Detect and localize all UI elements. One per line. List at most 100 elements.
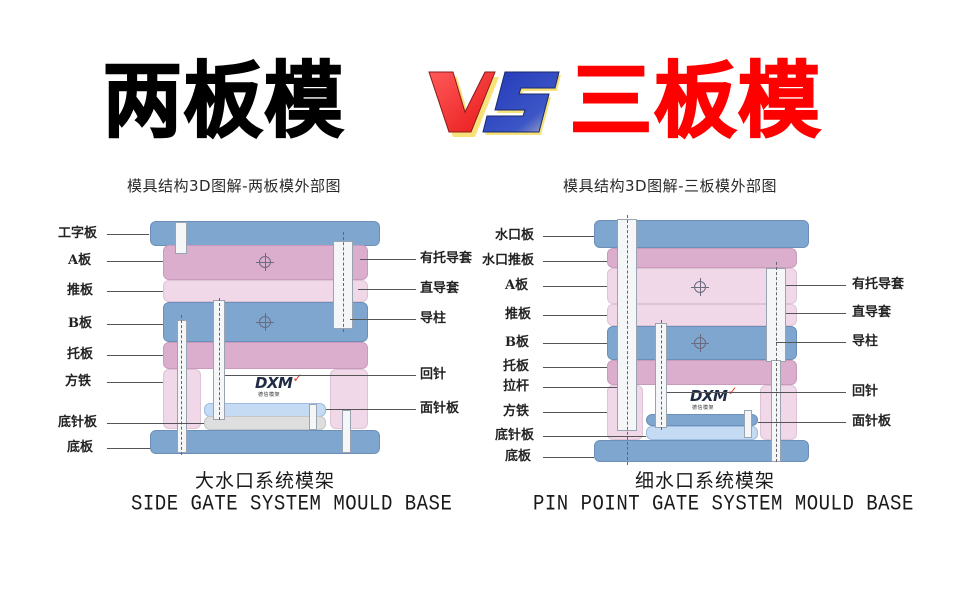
crosshair-icon <box>691 334 709 352</box>
label-b-plate: B板 <box>68 316 92 331</box>
label-straight-guide-bush: 直导套 <box>852 305 892 320</box>
two-plate-title: 模具结构3D图解-两板模外部图 <box>127 177 342 195</box>
label-a-plate: A板 <box>68 253 92 268</box>
leader-line <box>543 436 646 437</box>
leader-line <box>786 285 846 286</box>
three-plate-caption-cn: 细水口系统模架 <box>635 470 776 492</box>
label-bottom-plate: 底板 <box>505 449 532 464</box>
ejector-plate <box>646 426 758 440</box>
centerline <box>219 298 220 420</box>
leader-line <box>107 355 163 356</box>
check-icon: ✓ <box>727 384 738 398</box>
leader-line <box>543 412 607 413</box>
leader-line <box>543 286 607 287</box>
logo-text: DXM <box>255 374 293 392</box>
leader-line <box>543 343 607 344</box>
headline-three-plate: 三板模 <box>569 53 823 150</box>
logo-text: DXM <box>690 387 728 405</box>
leader-line <box>786 313 846 314</box>
label-stripper-plate: 推板 <box>67 283 94 298</box>
support-plate <box>163 342 368 369</box>
leader-line <box>107 324 163 325</box>
leader-line <box>358 289 416 290</box>
label-guide-pillar: 导柱 <box>852 334 879 349</box>
leader-line <box>107 261 163 262</box>
centerline <box>627 215 628 465</box>
three-plate-title: 模具结构3D图解-三板模外部图 <box>563 177 778 195</box>
screw <box>175 222 187 254</box>
label-a-plate: A板 <box>505 278 529 293</box>
leader-line <box>107 382 163 383</box>
leader-line <box>350 319 416 320</box>
centerline <box>343 232 344 332</box>
leader-line <box>543 457 594 458</box>
label-ejector-retainer-plate: 面针板 <box>852 414 892 429</box>
label-guide-pillar: 导柱 <box>420 311 447 326</box>
label-stripper-plate: 推板 <box>505 307 532 322</box>
vs-badge-icon <box>428 71 561 137</box>
label-tie-rod: 拉杆 <box>503 379 530 394</box>
clamp-plate-bottom <box>594 440 809 462</box>
leader-line <box>360 259 416 260</box>
crosshair-icon <box>691 278 709 296</box>
screw <box>744 410 752 438</box>
leader-line <box>543 367 607 368</box>
headline-two-plate: 两板模 <box>102 53 345 150</box>
leader-line <box>543 261 607 262</box>
check-icon: ✓ <box>292 371 303 385</box>
leader-line <box>543 315 607 316</box>
label-return-pin: 回针 <box>420 367 447 382</box>
label-spacer-block: 方铁 <box>503 404 530 419</box>
label-flanged-guide-bush: 有托导套 <box>420 251 473 266</box>
label-ejector-retainer-plate: 面针板 <box>420 401 460 416</box>
leader-line <box>776 342 846 343</box>
leader-line <box>543 387 617 388</box>
two-plate-caption-en: SIDE GATE SYSTEM MOULD BASE <box>131 491 453 517</box>
label-return-pin: 回针 <box>852 384 879 399</box>
support-plate <box>607 360 797 385</box>
leader-line <box>107 423 204 424</box>
dxm-logo: DXM✓ <box>255 371 303 392</box>
ejector-plate <box>204 416 326 430</box>
label-runner-stripper-plate: 水口推板 <box>482 253 535 268</box>
centerline <box>661 320 662 430</box>
clamp-plate-bottom <box>150 430 380 454</box>
label-straight-guide-bush: 直导套 <box>420 281 460 296</box>
three-plate-caption-en: PIN POINT GATE SYSTEM MOULD BASE <box>533 491 914 517</box>
leader-line <box>107 291 163 292</box>
leader-line <box>543 236 594 237</box>
headline: 两板模 三板模 <box>0 52 960 152</box>
label-support-plate: 托板 <box>503 359 530 374</box>
leader-line <box>326 409 416 410</box>
dxm-logo: DXM✓ <box>690 384 738 405</box>
crosshair-icon <box>256 313 274 331</box>
ejector-retainer-plate <box>646 414 758 426</box>
screw <box>309 404 317 430</box>
screw <box>342 410 351 453</box>
label-clamp-plate: 工字板 <box>58 226 98 241</box>
logo-subtext: 德信模架 <box>692 405 715 411</box>
leader-line <box>225 375 416 376</box>
long-bolt <box>177 320 187 453</box>
label-support-plate: 托板 <box>67 347 94 362</box>
label-b-plate: B板 <box>505 335 529 350</box>
leader-line <box>758 422 846 423</box>
label-ejector-plate: 底针板 <box>495 428 535 443</box>
label-runner-plate: 水口板 <box>495 228 535 243</box>
leader-line <box>107 448 150 449</box>
label-flanged-guide-bush: 有托导套 <box>852 277 905 292</box>
stripper-plate <box>607 304 797 326</box>
runner-stripper-plate <box>607 248 797 268</box>
centerline <box>776 262 777 462</box>
logo-subtext: 德信模架 <box>258 392 281 398</box>
label-ejector-plate: 底针板 <box>58 415 98 430</box>
two-plate-caption-cn: 大水口系统模架 <box>195 470 336 492</box>
leader-line <box>107 234 149 235</box>
stripper-plate <box>163 280 368 302</box>
label-bottom-plate: 底板 <box>67 440 94 455</box>
spacer-block-right <box>330 369 368 429</box>
label-spacer-block: 方铁 <box>65 374 92 389</box>
leader-line <box>667 392 846 393</box>
centerline <box>181 315 182 455</box>
crosshair-icon <box>256 253 274 271</box>
